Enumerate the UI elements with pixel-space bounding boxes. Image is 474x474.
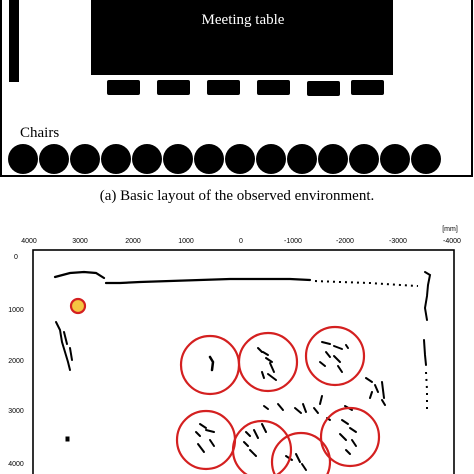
table-seat <box>307 81 340 96</box>
person-scan <box>195 423 215 453</box>
x-axis-ticks: 4000 3000 2000 1000 0 -1000 -2000 -3000 … <box>21 238 461 245</box>
detection-circle <box>304 325 366 387</box>
detection-circle <box>237 331 299 393</box>
sensor-marker <box>69 297 87 315</box>
chairs-label: Chairs <box>20 125 59 141</box>
y-axis-ticks: 0 1000 2000 3000 4000 <box>8 254 24 468</box>
person-scan <box>339 419 357 455</box>
chairs-row <box>8 144 441 174</box>
chair <box>194 144 224 174</box>
unit-label: [mm] <box>442 226 458 233</box>
table-seats <box>107 80 384 96</box>
person-scan <box>319 341 349 373</box>
x-tick-label: 2000 <box>125 238 141 245</box>
detection-circles <box>175 325 381 474</box>
table-seat <box>257 80 290 95</box>
plot-frame <box>32 249 455 474</box>
y-tick-label: 2000 <box>8 358 24 365</box>
x-tick-label: 3000 <box>72 238 88 245</box>
chair <box>225 144 255 174</box>
panel-b-map: [mm] 4000 3000 2000 1000 0 -1000 -2000 -… <box>8 226 461 474</box>
x-tick-label: -1000 <box>284 238 302 245</box>
chair <box>101 144 131 174</box>
caption-a: (a) Basic layout of the observed environ… <box>100 188 375 204</box>
person-scan <box>243 423 267 457</box>
chair <box>132 144 162 174</box>
table-seat <box>157 80 190 95</box>
detection-circle <box>231 419 293 474</box>
scan-point <box>65 436 70 442</box>
layout-frame <box>0 0 473 177</box>
panel-a-layout: Meeting table Chairs (a) Bas <box>0 0 473 204</box>
x-tick-label: 4000 <box>21 238 37 245</box>
chair <box>39 144 69 174</box>
meeting-table-label: Meeting table <box>202 12 285 28</box>
table-seat <box>207 80 240 95</box>
chair <box>163 144 193 174</box>
x-tick-label: -3000 <box>389 238 407 245</box>
chair <box>411 144 441 174</box>
chair <box>287 144 317 174</box>
person-scan <box>208 355 215 372</box>
y-tick-label: 4000 <box>8 461 24 468</box>
chair <box>70 144 100 174</box>
person-scan <box>257 347 277 381</box>
wall-bar <box>9 0 19 82</box>
x-tick-label: -4000 <box>443 238 461 245</box>
wall-scan-top-dotted <box>314 280 419 287</box>
x-tick-label: 0 <box>239 238 243 245</box>
x-tick-label: 1000 <box>178 238 194 245</box>
wall-scan-left <box>55 321 73 371</box>
chair <box>256 144 286 174</box>
table-seat <box>351 80 384 95</box>
x-tick-label: -2000 <box>336 238 354 245</box>
detection-circle <box>319 406 381 468</box>
chair <box>349 144 379 174</box>
chair <box>318 144 348 174</box>
table-seat <box>107 80 140 95</box>
wall-scan-right <box>423 271 432 366</box>
meeting-table <box>91 0 393 75</box>
chair <box>380 144 410 174</box>
scan-cluster <box>365 377 386 406</box>
y-tick-label: 3000 <box>8 408 24 415</box>
detection-circle <box>270 431 332 474</box>
chair <box>8 144 38 174</box>
wall-scan-top <box>53 270 312 285</box>
y-tick-label: 1000 <box>8 307 24 314</box>
y-tick-label: 0 <box>14 254 18 261</box>
